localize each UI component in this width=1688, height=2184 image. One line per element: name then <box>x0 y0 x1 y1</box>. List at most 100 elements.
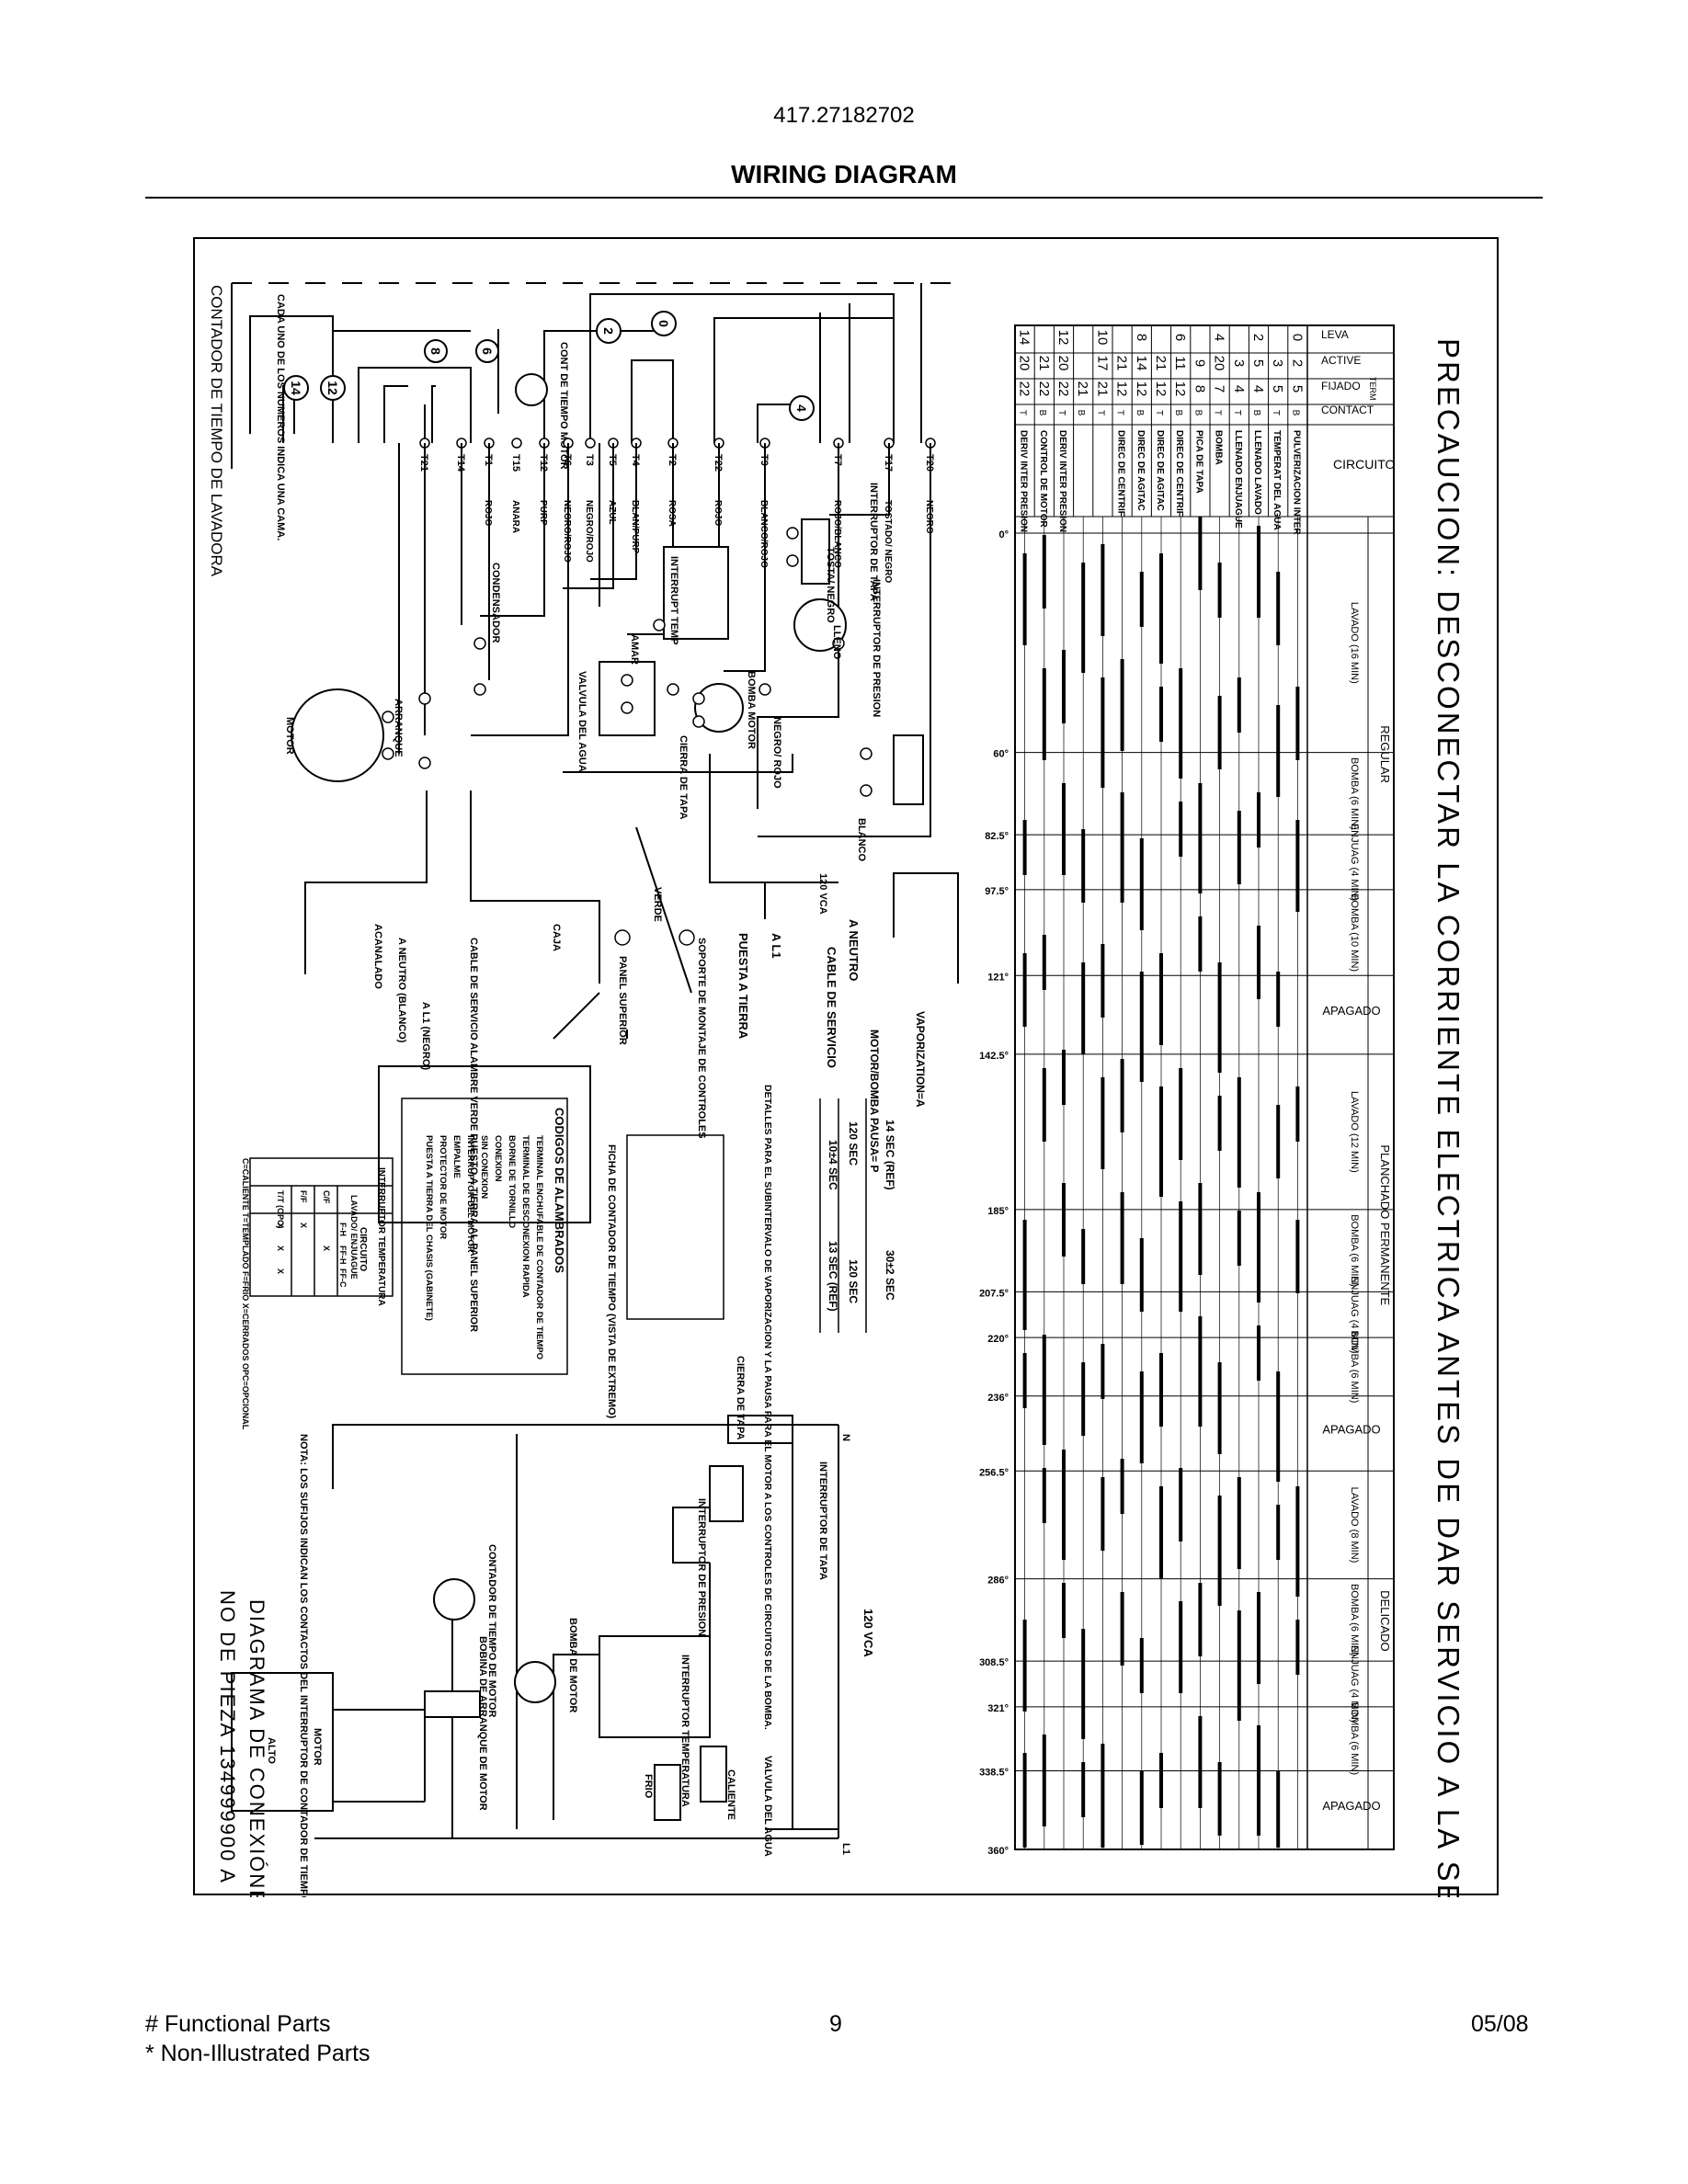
temp-table-cell: X <box>276 1246 285 1251</box>
svg-text:4: 4 <box>794 404 809 412</box>
chart-circuit-label: DERIV INTER PRESION <box>1019 430 1029 532</box>
chart-cell: 22 <box>1017 381 1032 397</box>
temp-table-cell: C/F <box>322 1190 331 1204</box>
segment-label: APAGADO <box>1322 1423 1380 1437</box>
timing-detail <box>626 1098 867 1333</box>
chart-cell: 21 <box>1036 356 1052 371</box>
temp-table-cell: X <box>276 1268 285 1274</box>
chart-cell: 7 <box>1212 385 1227 392</box>
wire-color-label: ROJO/BLANCO <box>832 500 842 568</box>
chart-cell: 12 <box>1055 330 1071 346</box>
wire-color-label: BLAN/PURP <box>630 500 640 554</box>
main-wiring-labels: INTERRUPTOR DE TAPA INTERRUPTOR DE PRESI… <box>284 483 882 1139</box>
degree-label: 360° <box>987 1846 1009 1857</box>
terminal-label: T3 <box>584 454 595 466</box>
temp-table-header: F-H <box>338 1223 348 1236</box>
svg-text:BOBINA DE ARRANQUE DE MOTOR: BOBINA DE ARRANQUE DE MOTOR <box>477 1636 488 1811</box>
temp-table-cell: F/F <box>299 1190 308 1203</box>
wiring-code-item: TERMINAL ENCHUFABLE DE CONTADOR DE TIEMP… <box>534 1135 544 1359</box>
chart-cell: B <box>1037 410 1047 416</box>
chart-cell: 14 <box>1134 356 1149 371</box>
svg-text:14 SEC (REF): 14 SEC (REF) <box>884 1120 896 1190</box>
chart-cell: 12 <box>1172 381 1188 397</box>
wire-color-label: NEGRO/ROJO <box>562 500 572 563</box>
svg-text:CIERRA DE TAPA: CIERRA DE TAPA <box>678 735 689 820</box>
cycle-label: REGULAR <box>1378 725 1392 783</box>
svg-text:CONDENSADOR: CONDENSADOR <box>490 563 501 643</box>
chart-cell: B <box>1290 410 1300 416</box>
svg-text:VALVULA DEL AGUA: VALVULA DEL AGUA <box>576 671 587 772</box>
svg-text:13 SEC (REF): 13 SEC (REF) <box>827 1241 839 1312</box>
chart-cell: 3 <box>1270 359 1285 367</box>
wire-color-label: ANARA <box>510 500 520 533</box>
degree-label: 60° <box>993 749 1009 760</box>
temp-table-header: FF-C <box>338 1268 348 1288</box>
wire-color-label: ROJO <box>713 500 723 527</box>
chart-col-header-contact: CONTACT <box>1321 404 1374 416</box>
wire-color-label: TOSTADO/ NEGRO <box>883 500 893 583</box>
wire-color-label: ROSA <box>667 500 677 527</box>
svg-text:DETALLES PARA EL SUBINTERVALO: DETALLES PARA EL SUBINTERVALO DE VAPORIZ… <box>762 1085 773 1730</box>
wiring-code-item: CONEXION <box>493 1135 503 1182</box>
chart-circuit-label: LLENADO LAVADO <box>1252 430 1262 515</box>
terminal-label: T15 <box>510 454 521 472</box>
wiring-code-item: EMPALME <box>451 1135 462 1178</box>
chart-cell: 5 <box>1250 359 1266 367</box>
chart-cell: 4 <box>1212 334 1227 341</box>
footer-date: 05/08 <box>1471 2011 1529 2037</box>
nota-text: NOTA: LOS SUFIJOS INDICAN LOS CONTACTOS … <box>298 1434 309 1897</box>
model-number: 417.27182702 <box>773 103 915 128</box>
svg-text:MOTOR: MOTOR <box>284 717 295 755</box>
svg-text:L1: L1 <box>840 1843 851 1855</box>
svg-text:CIERRA DE TAPA: CIERRA DE TAPA <box>735 1356 746 1440</box>
degree-label: 321° <box>987 1703 1009 1714</box>
chart-cell: T <box>1213 410 1223 415</box>
degree-label: 286° <box>987 1575 1009 1587</box>
segment-label: BOMBA (10 MIN) <box>1349 893 1360 972</box>
chart-circuit-label: DIREC DE AGITAC <box>1135 430 1146 511</box>
terminal-dot <box>585 438 596 449</box>
wiring-code-item: TERMINAL DE DESCONEXION RAPIDA <box>520 1135 530 1298</box>
chart-cell: T <box>1018 410 1028 415</box>
svg-text:NEGRO/ ROJO: NEGRO/ ROJO <box>771 717 782 789</box>
temp-table-header: LAVADO/ ENJUAGUE <box>349 1195 359 1280</box>
svg-text:VAPORIZATION=A: VAPORIZATION=A <box>914 1011 927 1108</box>
chart-cell: 20 <box>1017 356 1032 371</box>
chart-cell: 21 <box>1153 356 1169 371</box>
timer-contacts-label: CONTADOR DE TIEMPO DE LAVADORA <box>208 285 225 577</box>
svg-text:C=CALIENTE T=TEMPLADO F=FRIO: C=CALIENTE T=TEMPLADO F=FRIO X=CERRADOS … <box>241 1158 250 1430</box>
header-rule <box>145 197 1543 199</box>
svg-text:ALTO: ALTO <box>266 1737 277 1764</box>
degree-label: 121° <box>987 972 1009 983</box>
segment-label: ENJUAG (4 MIN) <box>1349 824 1360 901</box>
chart-cell: 12 <box>1153 381 1169 397</box>
component-terminals <box>382 527 873 946</box>
svg-text:PANEL SUPERIOR: PANEL SUPERIOR <box>617 956 628 1045</box>
svg-text:INTERRUPTOR TEMPERATURA: INTERRUPTOR TEMPERATURA <box>679 1655 690 1807</box>
temp-table-cell: T/T (OPC) <box>276 1190 285 1229</box>
chart-cell: 20 <box>1055 356 1071 371</box>
segment-label: ENJUAG (4 MIN) <box>1349 1645 1360 1723</box>
chart-cell: 2 <box>1289 359 1305 367</box>
svg-text:SOPORTE DE MONTAJE DE CONTROLE: SOPORTE DE MONTAJE DE CONTROLES <box>696 938 707 1139</box>
temp-table-header: FF-H <box>338 1246 348 1265</box>
chart-cell: T <box>1115 410 1125 415</box>
svg-text:TOSTA/ NEGRO: TOSTA/ NEGRO <box>825 547 836 623</box>
degree-label: 97.5° <box>985 886 1009 897</box>
wire-color-label: PURP <box>538 500 548 526</box>
wiring-codes-text: CODIGOS DE ALAMBRADOS INTERRUPTOR TEMPER… <box>241 1108 566 1430</box>
chart-cell: 8 <box>1134 334 1149 341</box>
svg-text:INTERRUPTOR DE TAPA: INTERRUPTOR DE TAPA <box>868 483 879 601</box>
wire-color-label: NEGRO/ROJO <box>584 500 594 563</box>
degree-label: 0° <box>998 529 1009 540</box>
timer-cam-numbers <box>283 311 815 421</box>
svg-text:30±2 SEC: 30±2 SEC <box>884 1250 896 1301</box>
degree-label: 82.5° <box>985 831 1009 842</box>
segment-label: LAVADO (16 MIN) <box>1349 602 1360 684</box>
chart-cell: 5 <box>1270 385 1285 392</box>
chart-circuit-label: TEMPERAT DEL AGUA <box>1272 430 1282 530</box>
chart-circuit-label: BOMBA <box>1214 430 1224 465</box>
chart-circuit-label: DIREC DE AGITAC <box>1155 430 1165 511</box>
svg-text:12: 12 <box>325 381 340 395</box>
wire-color-label: ROJO <box>483 500 493 527</box>
